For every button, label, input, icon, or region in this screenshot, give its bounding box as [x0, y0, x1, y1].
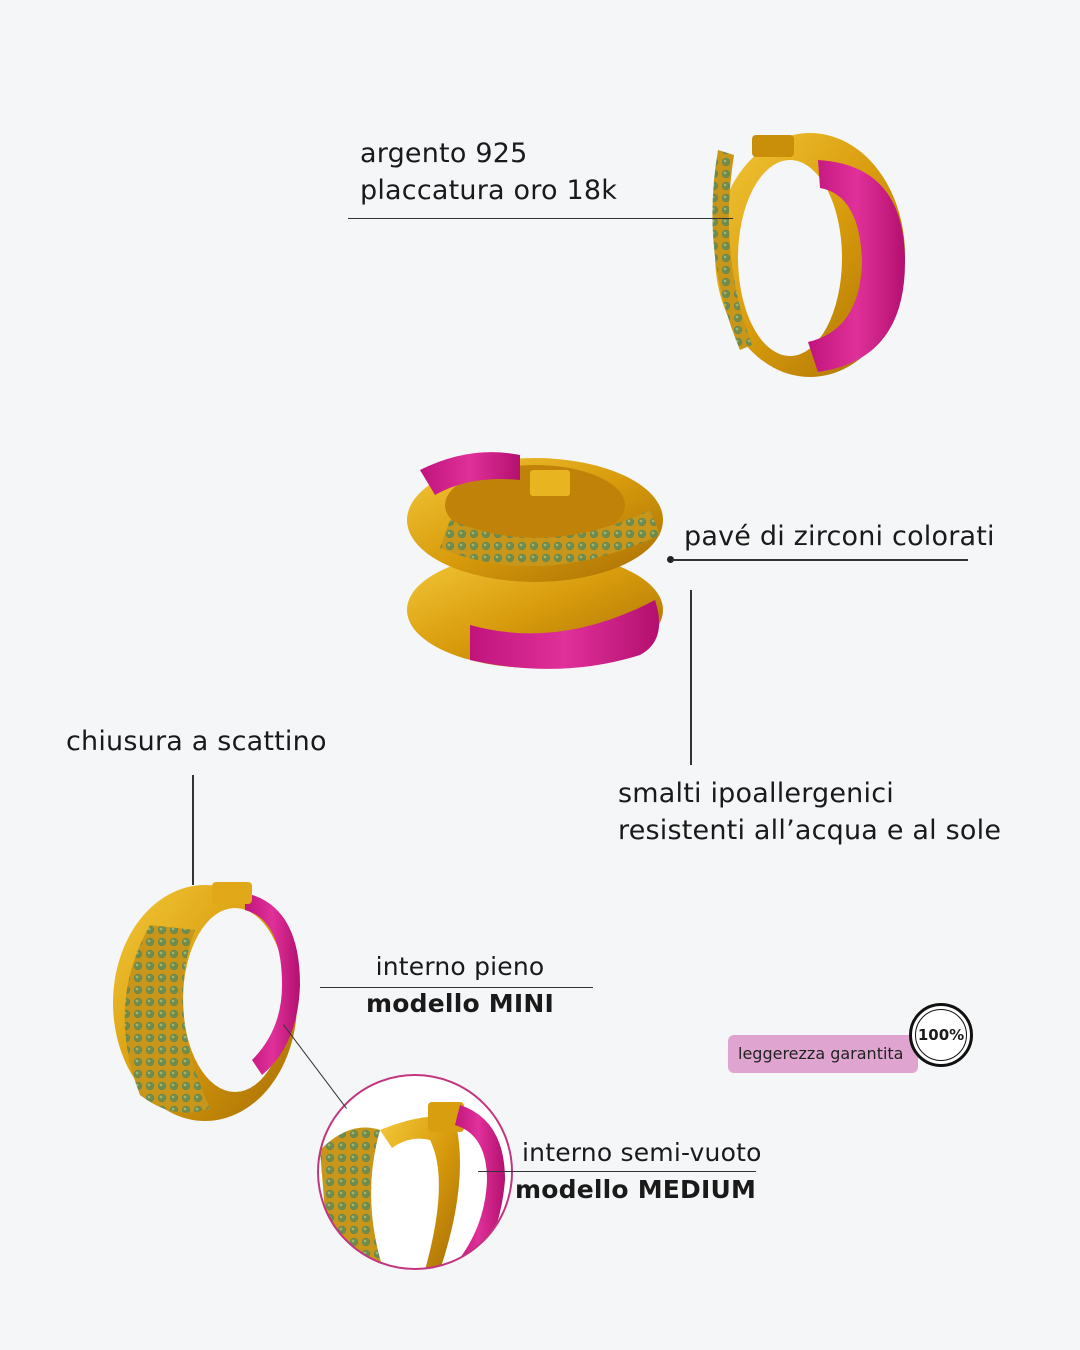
medium-line-2: modello MEDIUM [515, 1175, 757, 1204]
pave-text: pavé di zirconi colorati [684, 521, 995, 552]
enamel-label: smalti ipoallergenici resistenti all’acq… [618, 775, 1001, 849]
closure-rule [192, 775, 194, 885]
lightness-badge [728, 1035, 918, 1073]
mini-rule [320, 987, 593, 988]
mini-line-1: interno pieno [375, 952, 545, 981]
material-line-1: argento 925 [360, 138, 528, 169]
medium-line-1: interno semi-vuoto [522, 1138, 762, 1167]
pave-dot [667, 556, 674, 563]
material-rule [348, 218, 733, 219]
closure-label: chiusura a scattino [66, 723, 327, 760]
lightness-badge-text: leggerezza garantita [738, 1044, 904, 1063]
enamel-line-2: resistenti all’acqua e al sole [618, 815, 1002, 846]
stacked-hoop-earrings [407, 452, 663, 669]
pave-rule [672, 559, 968, 561]
enamel-rule [690, 590, 692, 765]
mini-label: interno pieno modello MINI [340, 948, 580, 1022]
material-label: argento 925 placcatura oro 18k [360, 135, 617, 209]
medium-label: interno semi-vuoto modello MEDIUM [515, 1134, 762, 1208]
percent-badge-text: 100% [917, 1026, 965, 1044]
mini-line-2: modello MINI [366, 989, 554, 1018]
closure-text: chiusura a scattino [66, 726, 327, 757]
zoom-detail-circle [317, 1074, 513, 1270]
gold-hoop-earring [712, 133, 905, 377]
material-line-2: placcatura oro 18k [360, 175, 618, 206]
pave-label: pavé di zirconi colorati [684, 518, 995, 555]
percent-badge: 100% [909, 1003, 973, 1067]
pave-hoop-earring [113, 882, 300, 1121]
enamel-line-1: smalti ipoallergenici [618, 778, 894, 809]
medium-rule [478, 1171, 756, 1172]
